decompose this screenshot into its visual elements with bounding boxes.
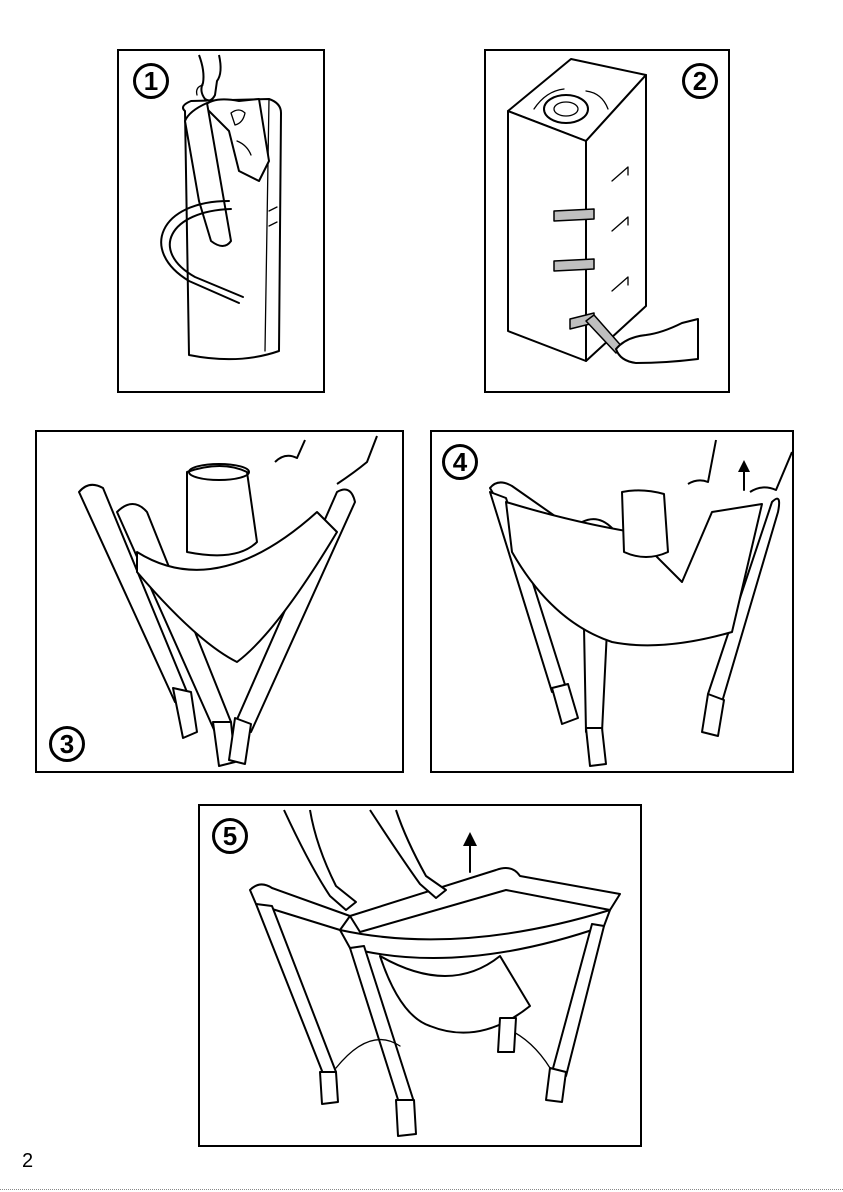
step-5-illustration <box>200 806 640 1145</box>
step-3-panel: 3 <box>35 430 404 773</box>
step-1-illustration <box>119 51 323 391</box>
step-5-panel: 5 <box>198 804 642 1147</box>
step-2-panel: 2 <box>484 49 730 393</box>
step-3-illustration <box>37 432 402 771</box>
step-2-illustration <box>486 51 728 391</box>
step-1-panel: 1 <box>117 49 325 393</box>
footer-divider <box>0 1189 843 1190</box>
step-4-illustration <box>432 432 792 771</box>
page-number: 2 <box>22 1150 33 1173</box>
step-4-panel: 4 <box>430 430 794 773</box>
